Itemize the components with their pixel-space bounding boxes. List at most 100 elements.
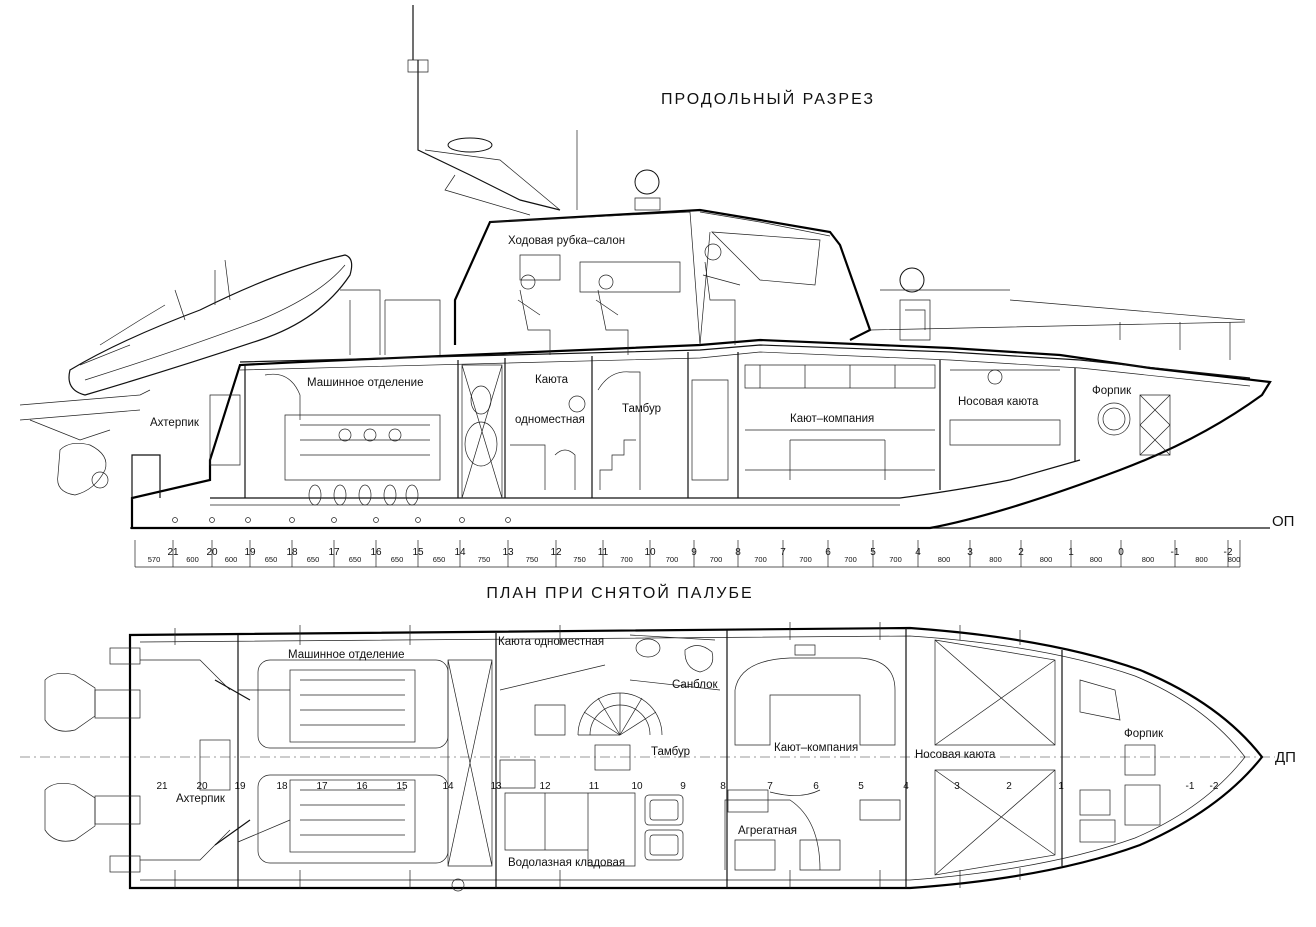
plan-label-bow-cabin: Носовая каюта: [915, 749, 996, 761]
plan-label-wardroom: Кают–компания: [774, 742, 858, 754]
frame-spacing: 700: [844, 555, 857, 564]
plan-frame-number: 11: [589, 781, 600, 792]
label-stern: Ахтерпик: [150, 417, 200, 429]
plan-hull-outline: [128, 626, 1264, 890]
frame-spacing: 700: [620, 555, 633, 564]
label-wardroom: Кают–компания: [790, 413, 874, 425]
frame-spacing: 650: [265, 555, 278, 564]
baseline-label: ОП: [1272, 513, 1294, 530]
frame-number: 13: [502, 547, 514, 558]
plan-view: ДП: [20, 622, 1296, 892]
frame-spacing: 600: [225, 555, 238, 564]
frame-number: -2: [1224, 547, 1233, 558]
frame-number: 10: [644, 547, 656, 558]
frame-spacing: 700: [754, 555, 767, 564]
plan-frame-number: 19: [234, 781, 246, 792]
section-labels: Ходовая рубка–салон Машинное отделение А…: [150, 235, 1132, 429]
frame-number: 6: [825, 547, 831, 558]
plan-label-sanitary: Санблок: [672, 679, 718, 691]
spiral-stair: [577, 692, 663, 736]
frame-number: 4: [915, 547, 921, 558]
plan-label-engine-room: Машинное отделение: [288, 649, 404, 661]
frame-spacing: 700: [666, 555, 679, 564]
frame-spacing: 650: [349, 555, 362, 564]
frame-spacing: 800: [1142, 555, 1155, 564]
frame-spacing: 700: [710, 555, 723, 564]
label-cabin-2: одноместная: [515, 414, 585, 426]
label-wheelhouse: Ходовая рубка–салон: [508, 235, 625, 247]
rib-boat: [68, 254, 353, 396]
label-cabin-1: Каюта: [535, 374, 569, 386]
frame-number: 8: [735, 547, 741, 558]
label-engine-room: Машинное отделение: [307, 377, 423, 389]
frame-spacing: 750: [526, 555, 539, 564]
plan-frame-number: 3: [954, 781, 960, 792]
frame-number: 15: [412, 547, 424, 558]
plan-frame-number: 13: [490, 781, 502, 792]
frame-spacing: 800: [989, 555, 1002, 564]
plan-frame-number: 12: [539, 781, 551, 792]
label-forepeak: Форпик: [1092, 385, 1132, 397]
wheelhouse-outline: [453, 208, 872, 345]
longitudinal-section: ОП: [19, 5, 1294, 568]
plan-label-forepeak: Форпик: [1124, 728, 1164, 740]
gun-mount: [880, 267, 1010, 341]
plan-frame-number: 1: [1058, 781, 1064, 792]
frame-number: 17: [328, 547, 340, 558]
frame-spacing: 800: [1090, 555, 1103, 564]
frame-number: 12: [550, 547, 562, 558]
plan-frame-number: 6: [813, 781, 819, 792]
plan-label-cabin: Каюта одноместная: [498, 636, 604, 648]
frame-spacing: 650: [433, 555, 446, 564]
plan-label-stern: Ахтерпик: [176, 793, 226, 805]
engine-section: [209, 373, 441, 506]
plan-frame-number: 4: [903, 781, 909, 792]
section-title: ПРОДОЛЬНЫЙ РАЗРЕЗ: [661, 89, 875, 108]
plan-frame-number: 9: [680, 781, 686, 792]
frame-spacing: 570: [148, 555, 161, 564]
frame-number: 9: [691, 547, 697, 558]
frame-number: 11: [598, 547, 609, 558]
plan-label-diving-store: Водолазная кладовая: [508, 857, 625, 869]
frame-spacing: 800: [1195, 555, 1208, 564]
frame-spacing: 750: [573, 555, 586, 564]
frame-number: -1: [1171, 547, 1180, 558]
plan-engines: [214, 659, 449, 864]
frame-number: 0: [1118, 547, 1124, 558]
plan-frame-number: 17: [316, 781, 328, 792]
plan-labels: Машинное отделение Ахтерпик Каюта одноме…: [176, 636, 1164, 869]
plan-label-vestibule: Тамбур: [651, 746, 690, 758]
frame-spacing: 700: [889, 555, 902, 564]
plan-label-generator: Агрегатная: [738, 825, 797, 837]
plan-frame-number: -1: [1186, 781, 1195, 792]
frame-number: 18: [286, 547, 298, 558]
plan-frame-number: 10: [631, 781, 643, 792]
frame-spacing: 700: [799, 555, 812, 564]
plan-frame-number: 16: [356, 781, 368, 792]
frame-number: 20: [206, 547, 218, 558]
plan-frame-number: 2: [1006, 781, 1012, 792]
frame-number: 3: [967, 547, 973, 558]
stern-drives: [44, 647, 231, 873]
frame-number: 2: [1018, 547, 1024, 558]
frame-spacing: 650: [307, 555, 320, 564]
plan-frame-number: 14: [442, 781, 454, 792]
plan-frame-number: 15: [396, 781, 408, 792]
frame-number: 21: [167, 547, 179, 558]
frame-number: 14: [454, 547, 466, 558]
plan-frame-number: 7: [767, 781, 773, 792]
plan-frame-number: 21: [156, 781, 168, 792]
frame-spacing: 800: [938, 555, 951, 564]
frame-number: 1: [1068, 547, 1074, 558]
label-bow-cabin: Носовая каюта: [958, 396, 1039, 408]
frame-spacing: 650: [391, 555, 404, 564]
plan-frame-number: 8: [720, 781, 726, 792]
frame-spacing: 800: [1228, 555, 1241, 564]
centerline-label: ДП: [1275, 749, 1296, 766]
plan-frame-number: 5: [858, 781, 864, 792]
frame-spacing: 600: [186, 555, 199, 564]
frame-number: 19: [244, 547, 256, 558]
label-vestibule: Тамбур: [622, 403, 661, 415]
plan-frame-number: 18: [276, 781, 288, 792]
